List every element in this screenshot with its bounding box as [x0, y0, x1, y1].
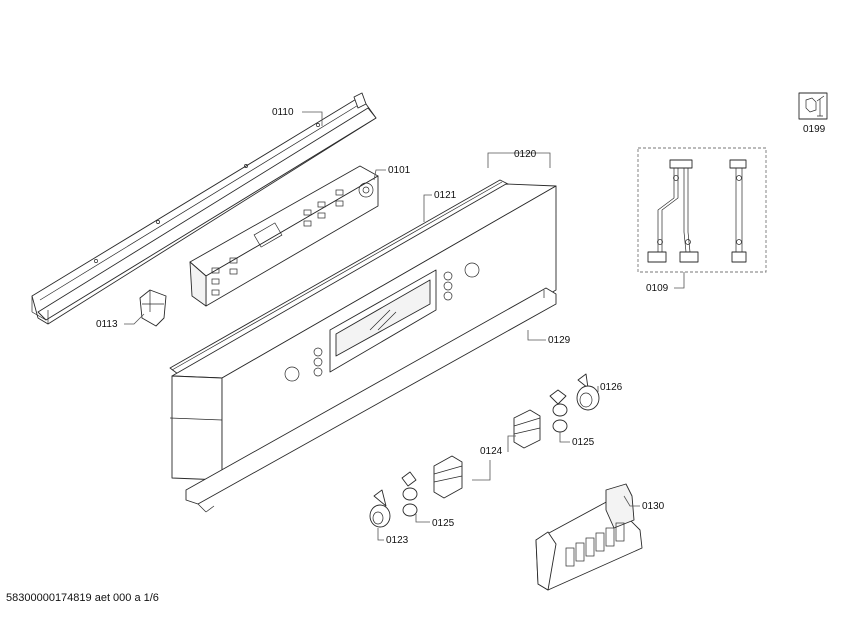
- label-0101: 0101: [388, 165, 411, 176]
- label-0125b: 0125: [432, 518, 455, 529]
- label-0110: 0110: [272, 107, 294, 118]
- part-0126-knob: [576, 373, 600, 411]
- part-0124-switch-blocks: [433, 409, 541, 499]
- part-0113-clip: [139, 289, 167, 327]
- wrench-nut-icon: [798, 92, 828, 120]
- leader-0121: [423, 194, 432, 222]
- leader-0113: [124, 313, 145, 325]
- leader-0110: [302, 111, 323, 126]
- part-0120-control-panel: [169, 183, 557, 481]
- part-0125-buttons-right: [549, 389, 568, 433]
- leader-0125a: [559, 432, 570, 443]
- label-0125a: 0125: [572, 437, 595, 448]
- part-0130-bracket-housing: [535, 483, 643, 591]
- part-0125-buttons-left: [401, 471, 418, 517]
- label-0109: 0109: [646, 283, 669, 294]
- leader-0129: [527, 330, 546, 341]
- label-0113: 0113: [96, 319, 118, 330]
- label-0199: 0199: [803, 124, 826, 135]
- label-0123: 0123: [386, 535, 409, 546]
- document-id-footer: 58300000174819 aet 000 a 1/6: [6, 592, 159, 604]
- label-0130: 0130: [642, 501, 665, 512]
- label-0121: 0121: [434, 190, 457, 201]
- leader-0130: [623, 495, 640, 507]
- leader-0125b: [415, 514, 430, 523]
- label-0129: 0129: [548, 335, 571, 346]
- part-0123-knob: [369, 489, 391, 528]
- part-0129-bottom-rail: [185, 287, 557, 513]
- label-0124: 0124: [480, 446, 503, 457]
- leader-0101: [373, 169, 386, 181]
- part-0109-wiring-harness: [647, 159, 747, 263]
- harness-detail-box: [637, 147, 767, 273]
- label-0126: 0126: [600, 382, 623, 393]
- leader-0123: [377, 528, 384, 541]
- leader-0124: [472, 460, 491, 481]
- leader-0124b: [507, 435, 516, 452]
- part-0101-electronic-module: [189, 165, 379, 307]
- leader-0120: [487, 152, 551, 168]
- leader-0109: [674, 272, 685, 289]
- part-0110-mounting-rail: [31, 92, 377, 325]
- label-0120: 0120: [514, 149, 537, 160]
